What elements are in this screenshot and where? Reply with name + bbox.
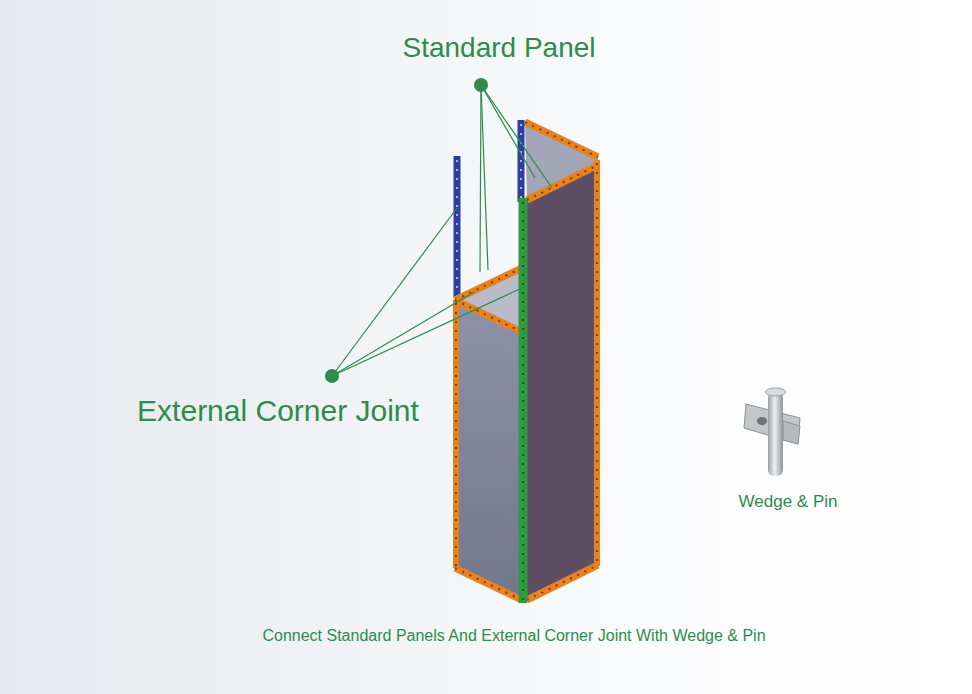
- panel-frame: [594, 160, 600, 566]
- pin-head: [766, 388, 786, 396]
- frame-holes: [596, 163, 598, 564]
- panel-frame: [527, 565, 598, 600]
- panel-frame: [455, 268, 522, 300]
- panel-frame: [453, 300, 459, 568]
- pin: [768, 392, 783, 476]
- corner-holes: [522, 202, 524, 600]
- caption: Connect Standard Panels And External Cor…: [262, 627, 765, 645]
- standard-panel: [527, 165, 598, 600]
- leader-line: [481, 85, 535, 178]
- panel-frame: [455, 568, 522, 600]
- corner-edge: [519, 198, 528, 603]
- joint-holes: [520, 124, 522, 200]
- frame-holes: [455, 300, 522, 332]
- frame-holes: [527, 565, 598, 600]
- frame-holes: [455, 303, 457, 566]
- panel-frame: [525, 122, 598, 157]
- callout-dot: [325, 369, 339, 383]
- wedge: [783, 421, 800, 444]
- leader-line: [480, 85, 481, 272]
- leader-line: [481, 85, 552, 188]
- frame-holes: [455, 268, 522, 300]
- joint-holes: [456, 160, 458, 296]
- part-label: Wedge & Pin: [739, 492, 838, 512]
- leader-line: [481, 85, 488, 270]
- leader-line: [332, 287, 524, 376]
- standard-panel: [455, 300, 522, 600]
- wedge-hole: [757, 417, 767, 425]
- callout-dot: [474, 78, 488, 92]
- panel-frame: [455, 300, 522, 332]
- leader-line: [332, 292, 474, 376]
- panel-frame: [527, 165, 598, 200]
- frame-holes: [455, 568, 522, 600]
- leader-line: [332, 208, 457, 376]
- callout-label: External Corner Joint: [137, 394, 419, 429]
- frame-holes: [527, 165, 598, 200]
- leader-lines: [332, 85, 552, 376]
- callout-label: Standard Panel: [402, 32, 595, 64]
- frame-holes: [525, 122, 598, 157]
- corner-joint: [518, 120, 525, 202]
- corner-joint: [454, 156, 461, 298]
